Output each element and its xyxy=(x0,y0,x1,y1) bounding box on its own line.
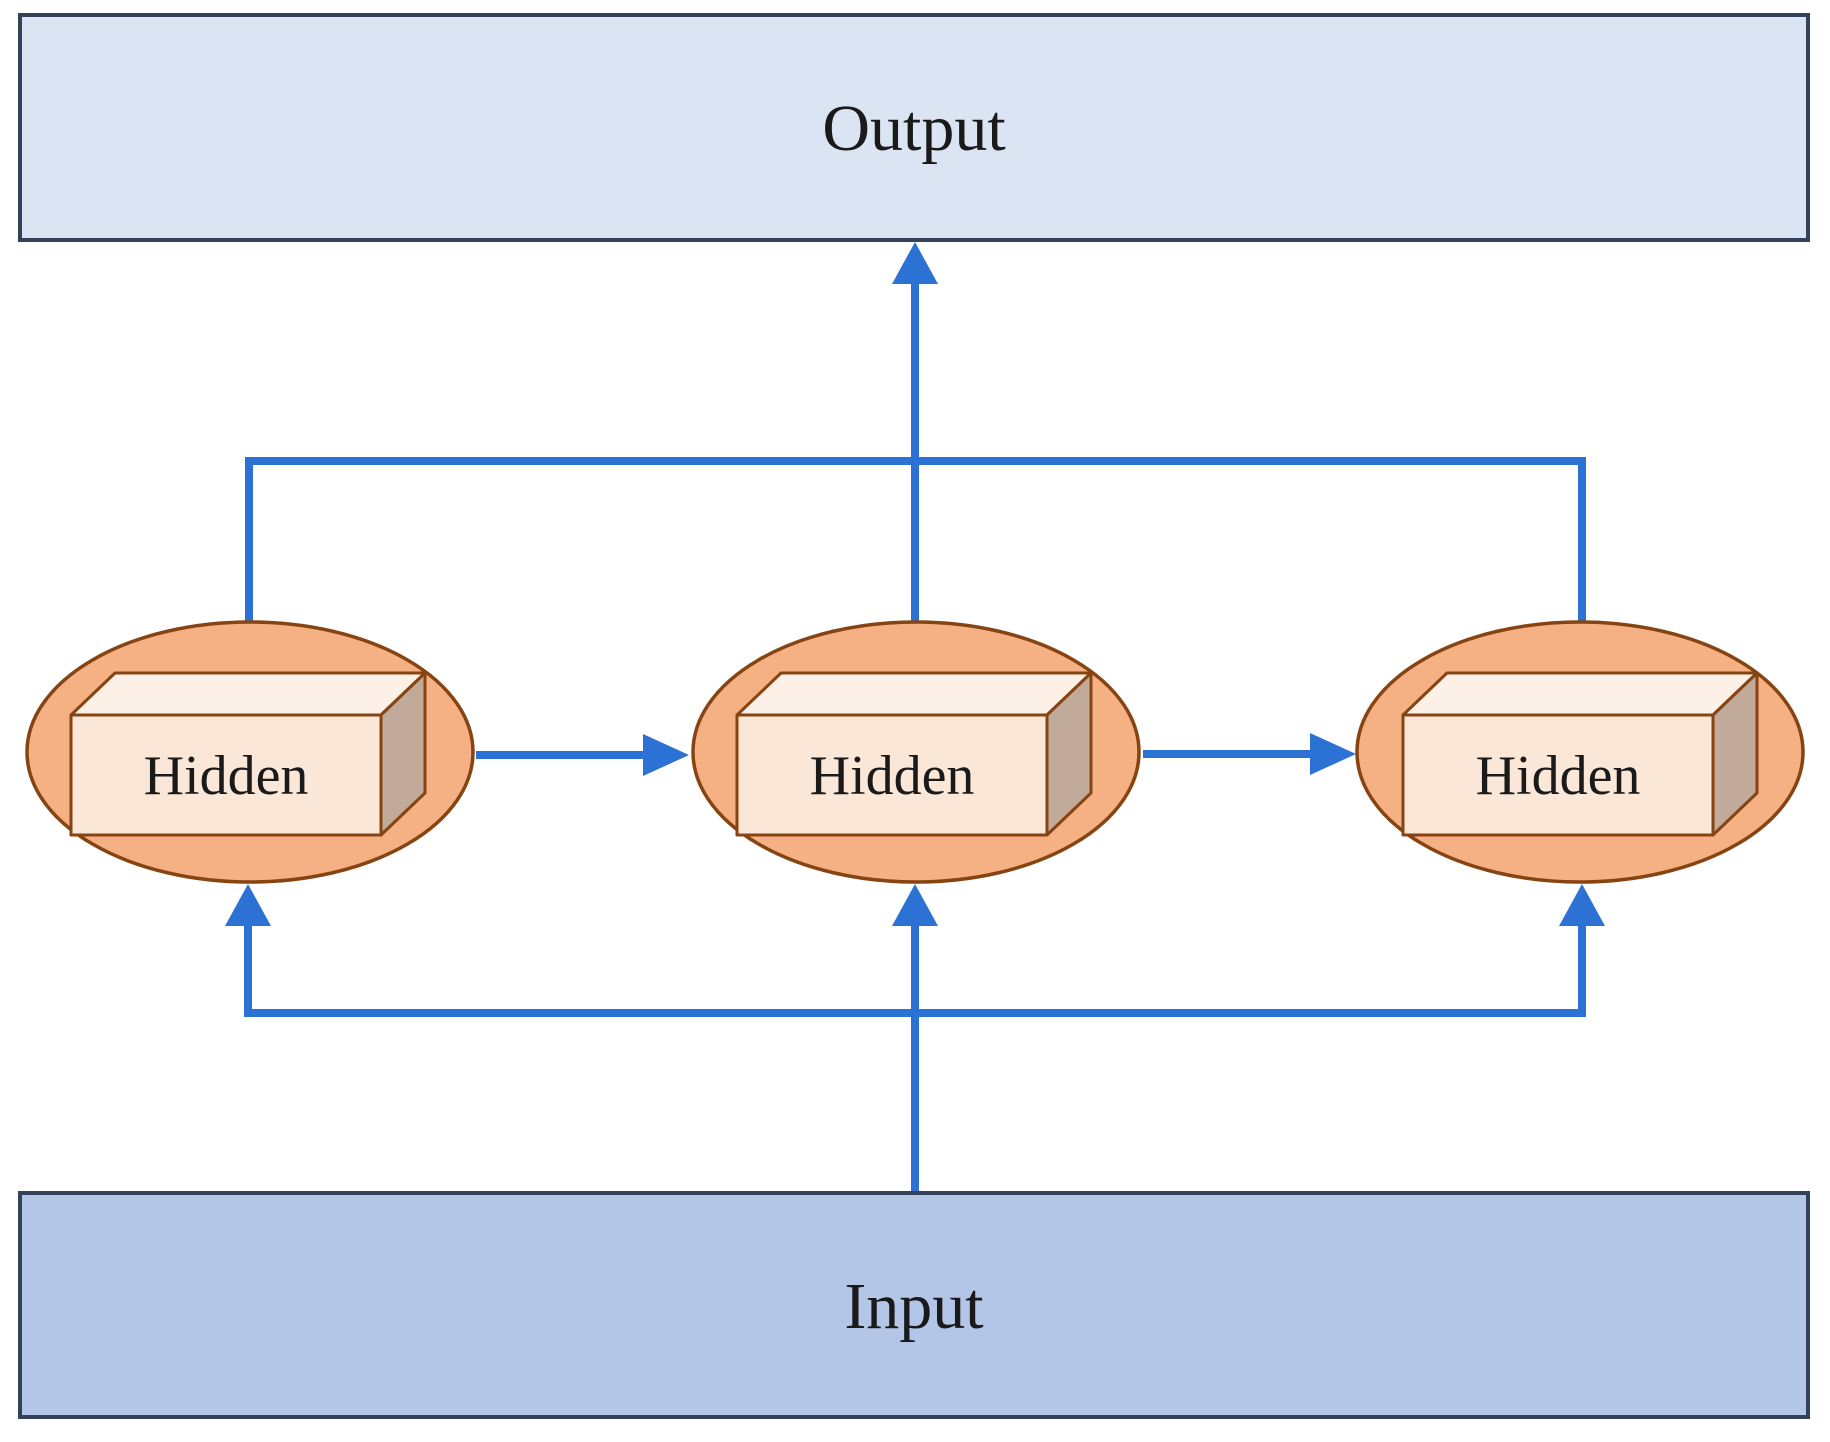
hidden-cuboid-3: Hidden xyxy=(1401,671,1759,837)
hidden-cuboid-1: Hidden xyxy=(69,671,427,837)
cuboid-front-face xyxy=(69,713,383,837)
hidden-node-1: Hidden xyxy=(25,620,475,884)
arrow-hidden2-to-output xyxy=(892,242,938,625)
arrowhead xyxy=(892,884,938,926)
arrowhead-bottom-rail-right xyxy=(1559,884,1605,926)
hidden-label-3: Hidden xyxy=(1476,745,1641,807)
input-label: Input xyxy=(844,1270,983,1343)
hidden-label-2: Hidden xyxy=(810,745,975,807)
arrowhead xyxy=(892,242,938,284)
arrow-hidden1-to-hidden2 xyxy=(476,734,689,776)
cuboid-front-face xyxy=(735,713,1049,837)
cuboid-top-face xyxy=(735,671,1093,717)
hidden-label-1: Hidden xyxy=(144,745,309,807)
arrowhead xyxy=(643,734,689,776)
cuboid-top-face xyxy=(69,671,427,717)
output-label: Output xyxy=(822,92,1005,165)
arrowhead-bottom-rail-left xyxy=(225,884,271,926)
output-node: Output xyxy=(18,13,1810,242)
arrow-hidden2-to-hidden3 xyxy=(1143,733,1356,775)
input-box xyxy=(18,1191,1810,1419)
output-box xyxy=(18,13,1810,242)
hidden-node-3: Hidden xyxy=(1355,620,1805,884)
arrowhead xyxy=(1310,733,1356,775)
hidden-node-2: Hidden xyxy=(691,620,1141,884)
arrow-input-to-hidden2 xyxy=(892,884,938,1195)
hidden-cuboid-2: Hidden xyxy=(735,671,1093,837)
cuboid-front-face xyxy=(1401,713,1715,837)
input-node: Input xyxy=(18,1191,1810,1419)
cuboid-top-face xyxy=(1401,671,1759,717)
